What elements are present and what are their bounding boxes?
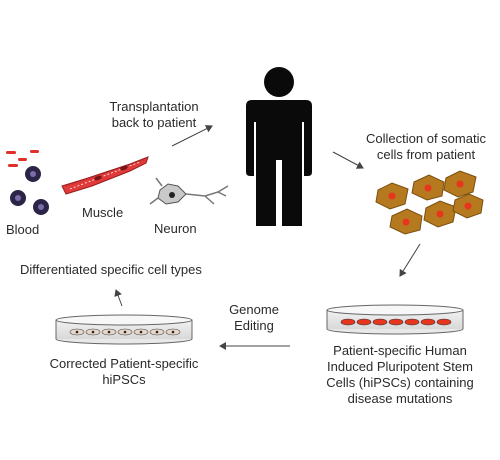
label-patient-line3: Cells (hiPSCs) containing: [326, 375, 474, 390]
petri-dish-hipsc-icon: [326, 304, 464, 335]
label-collection: Collection of somatic cells from patient: [358, 131, 494, 163]
label-collection-line1: Collection of somatic: [366, 131, 486, 146]
label-patient-line2: Induced Pluripotent Stem: [327, 359, 473, 374]
petri-dish-corrected-icon: [55, 314, 193, 345]
label-transplantation-line2: back to patient: [111, 115, 197, 130]
label-muscle: Muscle: [82, 205, 124, 220]
label-blood: Blood: [6, 222, 40, 237]
label-collection-line2: cells from patient: [376, 147, 476, 162]
label-corrected-line2: hiPSCs: [102, 372, 146, 387]
label-neuron: Neuron: [154, 221, 197, 236]
label-genome-line1: Genome: [229, 302, 279, 317]
label-differentiated: Differentiated specific cell types: [20, 262, 202, 277]
label-patient-line1: Patient-specific Human: [333, 343, 467, 358]
label-transplantation: Transplantation back to patient: [96, 99, 212, 131]
label-genome-editing: Genome Editing: [222, 302, 286, 334]
label-patient-line4: disease mutations: [347, 391, 453, 406]
label-corrected-hipscs: Corrected Patient-specific hiPSCs: [36, 356, 212, 388]
label-corrected-line1: Corrected Patient-specific: [49, 356, 199, 371]
arrow-transplant: [171, 125, 213, 147]
label-genome-line2: Editing: [234, 318, 274, 333]
arrow-differentiation: [114, 289, 123, 307]
blood-cells-icon: [6, 150, 49, 215]
label-patient-hipscs: Patient-specific Human Induced Pluripote…: [320, 343, 480, 407]
somatic-cells-icon: [375, 170, 484, 235]
neuron-icon: [149, 177, 229, 205]
label-transplantation-line1: Transplantation: [109, 99, 199, 114]
patient-person-icon: [246, 67, 312, 226]
muscle-fiber-icon: [61, 156, 149, 195]
arrow-to-hipsc: [399, 243, 421, 277]
arrow-collection: [332, 151, 364, 169]
